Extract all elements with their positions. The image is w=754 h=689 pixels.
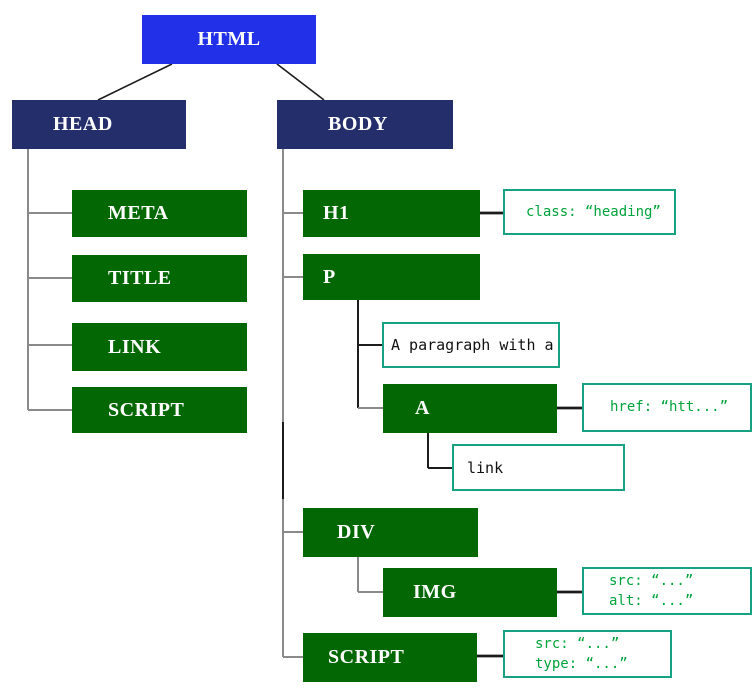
node-html: HTML bbox=[142, 15, 316, 64]
node-label: H1 bbox=[323, 202, 350, 224]
attr-line: href: “htt...” bbox=[610, 399, 729, 416]
node-p: P bbox=[303, 254, 480, 300]
text-node-paragraph: A paragraph with a bbox=[382, 322, 560, 368]
text-node-value: A paragraph with a bbox=[391, 336, 554, 354]
text-node-value: link bbox=[467, 458, 504, 477]
node-title: TITLE bbox=[72, 255, 247, 302]
attr-line: class: “heading” bbox=[526, 203, 661, 220]
node-head: HEAD bbox=[12, 100, 186, 149]
attr-box-script: src: “...” type: “...” bbox=[503, 630, 672, 678]
node-label: TITLE bbox=[108, 267, 172, 289]
node-label: LINK bbox=[108, 335, 162, 358]
node-label: BODY bbox=[328, 113, 388, 135]
node-label: IMG bbox=[413, 581, 457, 603]
node-label: HEAD bbox=[53, 113, 113, 135]
node-img: IMG bbox=[383, 568, 557, 617]
edge-html-body bbox=[276, 63, 325, 101]
node-link: LINK bbox=[72, 323, 247, 371]
node-meta: META bbox=[72, 190, 247, 237]
attr-box-img: src: “...” alt: “...” bbox=[582, 567, 752, 615]
node-label: HTML bbox=[197, 28, 261, 50]
node-a: A bbox=[383, 384, 557, 433]
node-label: SCRIPT bbox=[108, 398, 185, 421]
node-div: DIV bbox=[303, 508, 478, 557]
text-node-link: link bbox=[452, 444, 625, 491]
node-body: BODY bbox=[277, 100, 453, 149]
edge-html-head bbox=[97, 63, 173, 101]
node-script-head: SCRIPT bbox=[72, 387, 247, 433]
attr-line: src: “...” bbox=[535, 635, 620, 652]
node-script-body: SCRIPT bbox=[303, 633, 477, 682]
node-h1: H1 bbox=[303, 190, 480, 237]
attr-box-a: href: “htt...” bbox=[582, 383, 752, 432]
node-label: DIV bbox=[337, 521, 376, 543]
attr-line: src: “...” bbox=[609, 572, 694, 589]
attr-line: type: “...” bbox=[535, 656, 628, 672]
node-label: P bbox=[323, 265, 336, 288]
node-label: A bbox=[415, 397, 430, 419]
node-label: META bbox=[108, 202, 169, 224]
node-label: SCRIPT bbox=[328, 646, 405, 668]
attr-box-h1: class: “heading” bbox=[503, 189, 676, 235]
attr-line: alt: “...” bbox=[609, 593, 694, 609]
